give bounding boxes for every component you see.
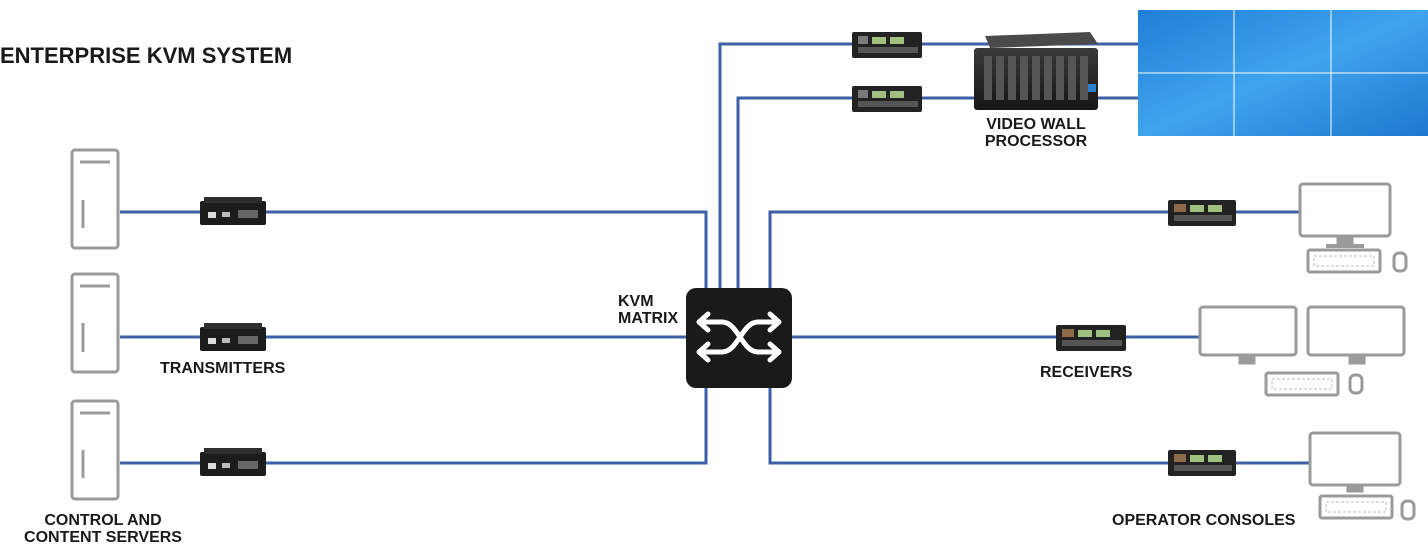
transmitter-3 bbox=[200, 448, 266, 476]
label-receivers: RECEIVERS bbox=[1040, 364, 1133, 381]
label-operator-consoles: OPERATOR CONSOLES bbox=[1112, 512, 1296, 529]
diagram-title: ENTERPRISE KVM SYSTEM bbox=[0, 43, 293, 68]
cables bbox=[120, 42, 1310, 465]
receiver-2 bbox=[1056, 325, 1126, 351]
kvm-matrix-switch bbox=[686, 288, 792, 388]
label-transmitters: TRANSMITTERS bbox=[160, 360, 286, 377]
monitor-icon bbox=[1308, 431, 1402, 487]
monitor-icon bbox=[1298, 182, 1392, 238]
label-control-content-servers: CONTROL AND CONTENT SERVERS bbox=[24, 512, 182, 546]
cable-receiver-3 bbox=[768, 386, 1310, 465]
mouse-icon bbox=[1392, 251, 1408, 273]
mouse-icon bbox=[1348, 373, 1364, 395]
wall-receiver-2 bbox=[852, 86, 922, 112]
receiver-1 bbox=[1168, 200, 1236, 226]
label-video-wall-processor: VIDEO WALL PROCESSOR bbox=[984, 116, 1088, 150]
wall-receiver-1 bbox=[852, 32, 922, 58]
monitor-right-icon bbox=[1306, 305, 1406, 357]
switch-arrows-icon bbox=[696, 311, 782, 363]
receiver-3 bbox=[1168, 450, 1236, 476]
cable-receiver-1 bbox=[768, 210, 1300, 290]
video-wall bbox=[1138, 10, 1428, 136]
transmitter-2 bbox=[200, 323, 266, 351]
server-2 bbox=[70, 272, 120, 374]
mouse-icon bbox=[1400, 499, 1416, 521]
workstation-3 bbox=[1308, 431, 1416, 521]
label-kvm-matrix: KVM MATRIX bbox=[618, 293, 679, 327]
workstation-2 bbox=[1198, 305, 1406, 397]
cable-server-3 bbox=[120, 386, 708, 465]
transmitter-1 bbox=[200, 197, 266, 225]
cable-server-1 bbox=[120, 210, 708, 290]
monitor-left-icon bbox=[1198, 305, 1298, 357]
server-1 bbox=[70, 148, 120, 250]
video-wall-processor bbox=[974, 32, 1098, 110]
workstation-1 bbox=[1298, 182, 1408, 274]
server-3 bbox=[70, 399, 120, 501]
